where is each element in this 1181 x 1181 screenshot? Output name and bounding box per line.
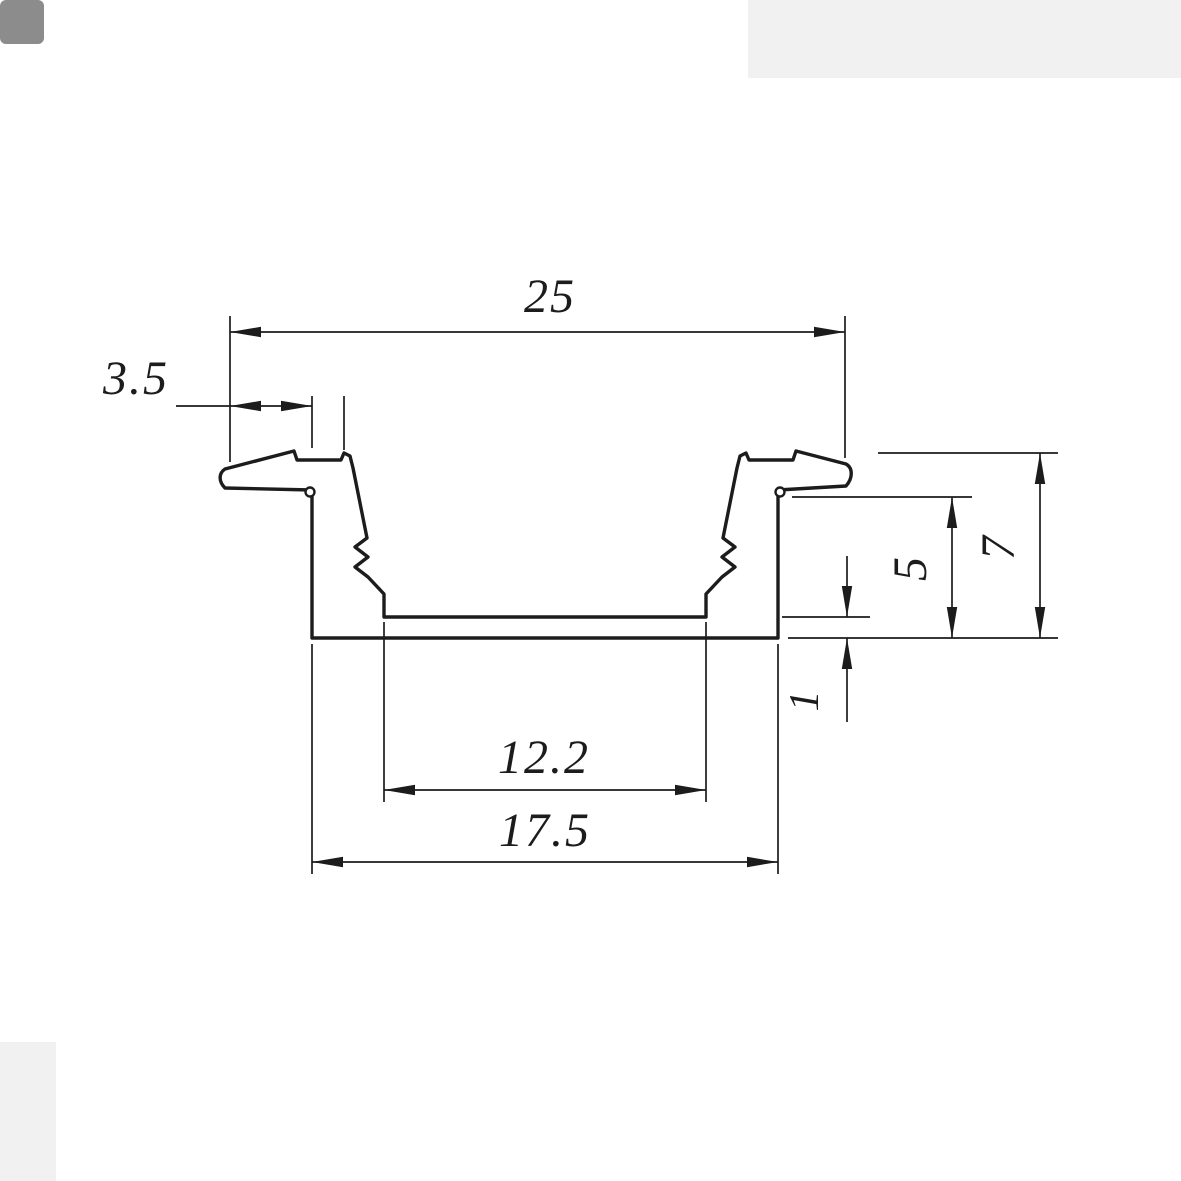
profile-cross-section <box>218 449 853 640</box>
profile-outline <box>218 449 853 640</box>
scan-artifact-top-band <box>748 0 1181 78</box>
dimension-inner-depth: 5 <box>792 496 972 638</box>
arrowhead-left <box>230 400 261 412</box>
arrowhead-bottom <box>946 607 958 638</box>
arrowhead-right <box>814 326 845 338</box>
dimension-flange-overhang: 3.5 <box>102 352 345 450</box>
dimension-label-flange-overhang: 3.5 <box>102 352 169 405</box>
arrowhead-left <box>312 856 343 868</box>
dimension-overall-width: 25 <box>229 270 846 462</box>
dimension-overall-height: 7 <box>788 452 1058 639</box>
dimension-body-width: 17.5 <box>311 644 779 874</box>
arrowhead-down <box>841 586 853 617</box>
left-fillet-detail <box>304 486 316 498</box>
scan-artifact-top-left-corner <box>0 0 44 44</box>
dimension-label-body-width: 17.5 <box>499 804 591 857</box>
dimension-label-overall-width: 25 <box>524 270 576 323</box>
arrowhead-up <box>841 638 853 669</box>
dimension-base-thickness: 1 <box>782 556 870 722</box>
dimension-label-overall-height: 7 <box>972 534 1025 560</box>
arrowhead-top <box>1034 453 1046 484</box>
arrowhead-left <box>230 326 261 338</box>
arrowhead-bottom <box>1034 607 1046 638</box>
arrowhead-right <box>675 784 706 796</box>
arrowhead-left <box>384 784 415 796</box>
dimension-label-inner-width: 12.2 <box>498 731 590 784</box>
scan-artifact-bottom-left <box>0 1042 56 1181</box>
arrowhead-right <box>281 400 312 412</box>
dimension-inner-width: 12.2 <box>383 622 707 802</box>
arrowhead-right <box>747 856 778 868</box>
dimension-label-base-thickness: 1 <box>782 689 828 712</box>
arrowhead-top <box>946 497 958 528</box>
right-fillet-detail <box>774 486 786 498</box>
dimension-label-inner-depth: 5 <box>884 555 937 581</box>
